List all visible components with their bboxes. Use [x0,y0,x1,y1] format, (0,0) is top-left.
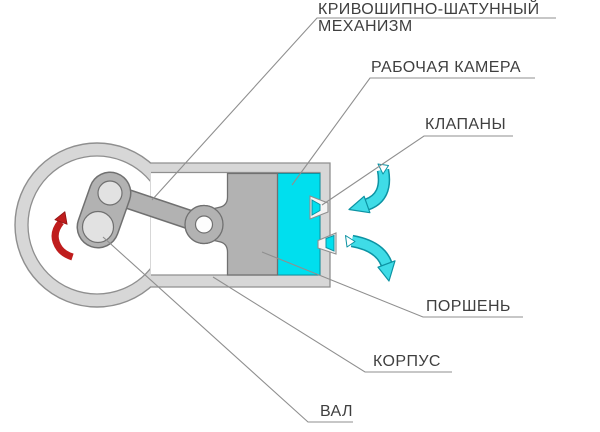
label-shaft: ВАЛ [320,403,353,420]
leader-mechanism-line [151,17,556,201]
label-crank-mechanism: КРИВОШИПНО-ШАТУННЫЙ МЕХАНИЗМ [318,1,539,35]
label-housing: КОРПУС [373,353,441,370]
label-crank-mechanism-line1: КРИВОШИПНО-ШАТУННЫЙ [318,1,540,18]
exhaust-arrow-icon [377,260,396,282]
leader-chamber-line [291,77,535,186]
intake-valve-port [311,199,321,216]
intake-arrow-body [365,169,389,209]
label-piston: ПОРШЕНЬ [426,298,511,315]
leader-piston-line [261,251,523,318]
rotation-arrow-body [51,219,74,261]
working-chamber [277,173,321,276]
exhaust-valve-port [325,234,335,252]
shaft-journal [81,210,115,244]
label-crank-mechanism-line2: МЕХАНИЗМ [318,18,413,35]
label-working-chamber: РАБОЧАЯ КАМЕРА [371,59,521,76]
exhaust-arrow-body [351,236,391,266]
label-valves: КЛАПАНЫ [425,116,507,133]
intake-arrow-tail-notch [377,163,389,175]
wrist-pin-hole [194,215,214,234]
leader-housing-line [212,276,452,373]
exhaust-arrow-tail-notch [345,235,356,248]
crank-pin-top [97,180,123,206]
housing-outline [150,162,331,288]
leader-valves-line [321,135,513,206]
leader-shaft-line [102,236,353,423]
rotation-arrow-icon [54,211,68,225]
intake-arrow-icon [348,195,371,214]
